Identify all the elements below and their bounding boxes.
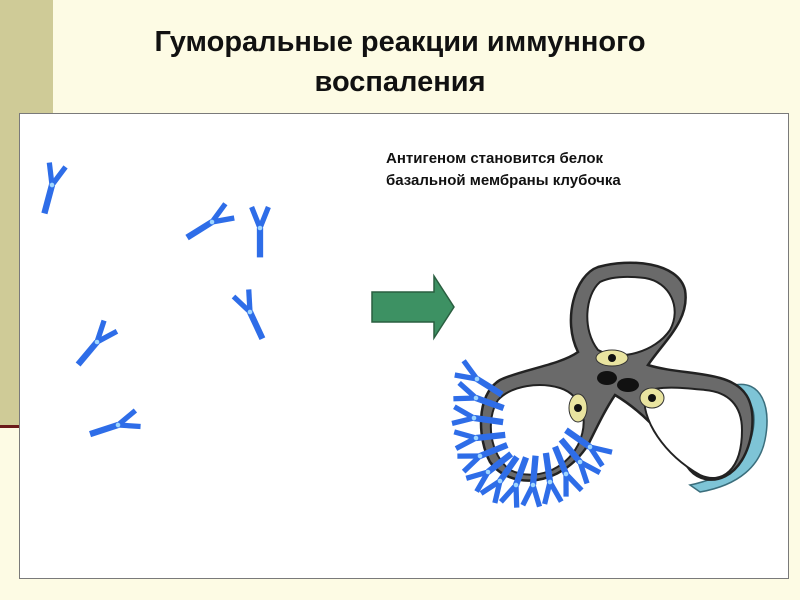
left-accent-line [0,425,20,428]
right-arrow-icon [371,273,455,341]
antibody-icon [36,163,65,216]
caption-line-2: базальной мембраны клубочка [386,172,621,189]
antibody-icon [87,411,140,443]
antibody-icon [72,321,117,370]
antibody-icon [234,289,271,342]
title-line-1: Гуморальные реакции иммунного [154,26,646,58]
slide-title: Гуморальные реакции иммунного воспаления [60,22,740,102]
podocyte-layer [688,383,768,493]
antibody-icon [252,207,269,257]
caption-line-1: Антигеном становится белок [386,150,604,167]
caption: Антигеном становится белок базальной мем… [386,148,726,192]
antibody-icon [183,204,235,245]
capillary-loop-right [643,386,744,479]
free-antibodies [36,163,270,443]
capillary-loop-top [586,275,676,357]
title-line-2: воспаления [314,66,486,98]
